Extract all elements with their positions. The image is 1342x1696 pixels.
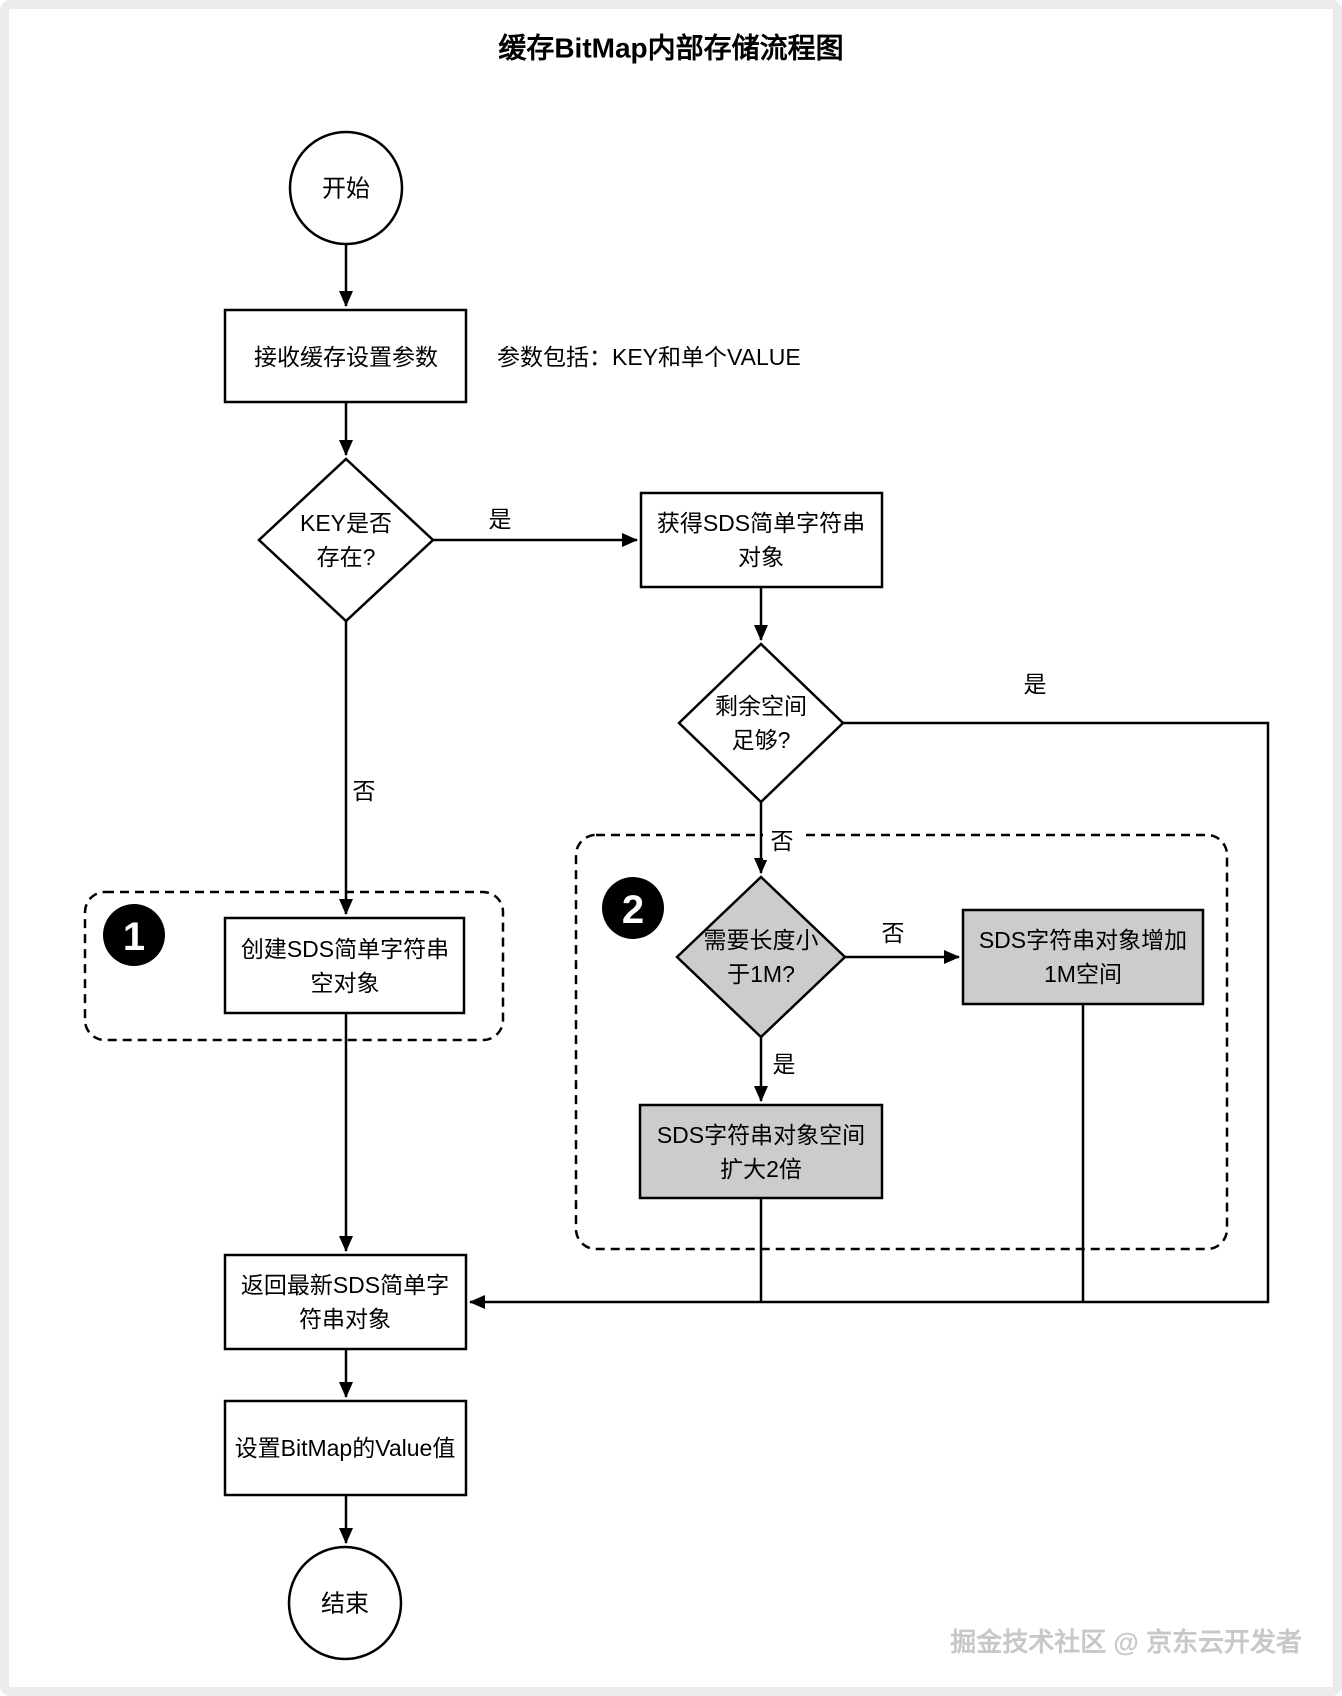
edge-label-space-no-bg [763, 822, 801, 860]
watermark: 掘金技术社区 @ 京东云开发者 [950, 1627, 1302, 1657]
edge-label-len-no: 否 [882, 920, 905, 946]
start-label: 开始 [322, 176, 370, 203]
end-label: 结束 [321, 1591, 369, 1618]
add-1m-line1: SDS字符串对象增加 [979, 927, 1187, 953]
params-note: 参数包括：KEY和单个VALUE [497, 344, 801, 370]
set-bitmap-value-label: 设置BitMap的Value值 [235, 1435, 456, 1461]
return-sds-line1: 返回最新SDS简单字 [241, 1272, 449, 1298]
edge-label-key-yes: 是 [489, 506, 512, 532]
key-exists-line1: KEY是否 [300, 510, 392, 536]
badge-1-number: 1 [123, 915, 145, 959]
space-enough-decision [677, 642, 845, 804]
create-sds-line1: 创建SDS简单字符串 [241, 936, 449, 962]
edge-label-space-no: 否 [771, 828, 794, 854]
add-1m-box [961, 908, 1205, 1006]
return-sds-box [223, 1253, 468, 1351]
space-enough-line2: 足够? [732, 727, 791, 753]
edge-label-space-yes: 是 [1024, 671, 1047, 697]
return-sds-line2: 符串对象 [299, 1306, 391, 1332]
receive-params-box [223, 308, 468, 404]
create-sds-box [223, 916, 466, 1015]
badge-1-circle [103, 904, 165, 966]
receive-params-label: 接收缓存设置参数 [254, 344, 438, 370]
key-exists-line2: 存在? [317, 544, 376, 570]
expand-2x-line2: 扩大2倍 [720, 1156, 802, 1182]
badge-2-number: 2 [622, 888, 644, 932]
create-sds-line2: 空对象 [311, 970, 380, 996]
need-len-line1: 需要长度小 [704, 927, 819, 953]
watermark-highlight: 掘金技术社区 @ 京东云开发者 [952, 1629, 1304, 1659]
get-sds-line1: 获得SDS简单字符串 [657, 510, 865, 536]
get-sds-box [639, 491, 884, 589]
add-1m-line2: 1M空间 [1044, 961, 1122, 987]
group-1-container [83, 890, 505, 1042]
expand-2x-box [638, 1103, 884, 1200]
edge-space-yes-to-return [469, 721, 1270, 1309]
edge-label-len-yes: 是 [773, 1051, 796, 1077]
space-enough-line1: 剩余空间 [715, 693, 807, 719]
expand-2x-line1: SDS字符串对象空间 [657, 1122, 865, 1148]
need-len-line2: 于1M? [727, 961, 795, 987]
key-exists-decision [257, 457, 435, 623]
badge-2-circle [602, 877, 664, 939]
need-len-lt-1m-decision [675, 875, 847, 1039]
diagram-title: 缓存BitMap内部存储流程图 [498, 32, 843, 64]
end-terminal [287, 1545, 403, 1661]
start-terminal [288, 130, 404, 246]
set-bitmap-value-box [223, 1399, 468, 1497]
get-sds-line2: 对象 [738, 544, 784, 570]
group-2-container [574, 833, 1229, 1251]
edge-label-key-no: 否 [353, 778, 376, 804]
